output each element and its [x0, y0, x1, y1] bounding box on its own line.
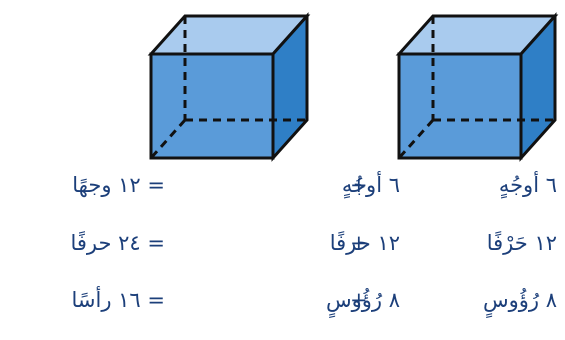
edges-plus-sign: +	[350, 231, 368, 255]
edges-total: = ٢٤ حرفًا	[70, 231, 165, 255]
vertices-plus-sign: +	[350, 288, 368, 312]
cube-side-face	[271, 12, 309, 162]
cube-hidden-edges	[149, 16, 307, 160]
cube-side-face	[519, 12, 557, 162]
cube-hidden-edges	[397, 16, 555, 160]
cube-front-face	[149, 52, 275, 160]
left-cube	[147, 12, 311, 162]
faces-plus-sign: +	[350, 173, 368, 197]
faces-total: = ١٢ وجهًا	[72, 173, 165, 197]
faces-first-cube: ٦ أوجُهٍ	[498, 173, 557, 197]
edges-second-cube: ١٢ حرفًا	[329, 231, 400, 255]
vertices-total: = ١٦ رأسًا	[71, 288, 166, 312]
edges-first-cube: ١٢ حَرْفًا	[486, 231, 557, 255]
cube-front-face	[397, 52, 523, 160]
right-cube	[395, 12, 559, 162]
vertices-first-cube: ٨ رُؤُوسٍ	[482, 288, 557, 312]
faces-second-cube: ٦ أوجُهٍ	[341, 173, 400, 197]
vertices-second-cube: ٨ رُؤُوسٍ	[325, 288, 400, 312]
